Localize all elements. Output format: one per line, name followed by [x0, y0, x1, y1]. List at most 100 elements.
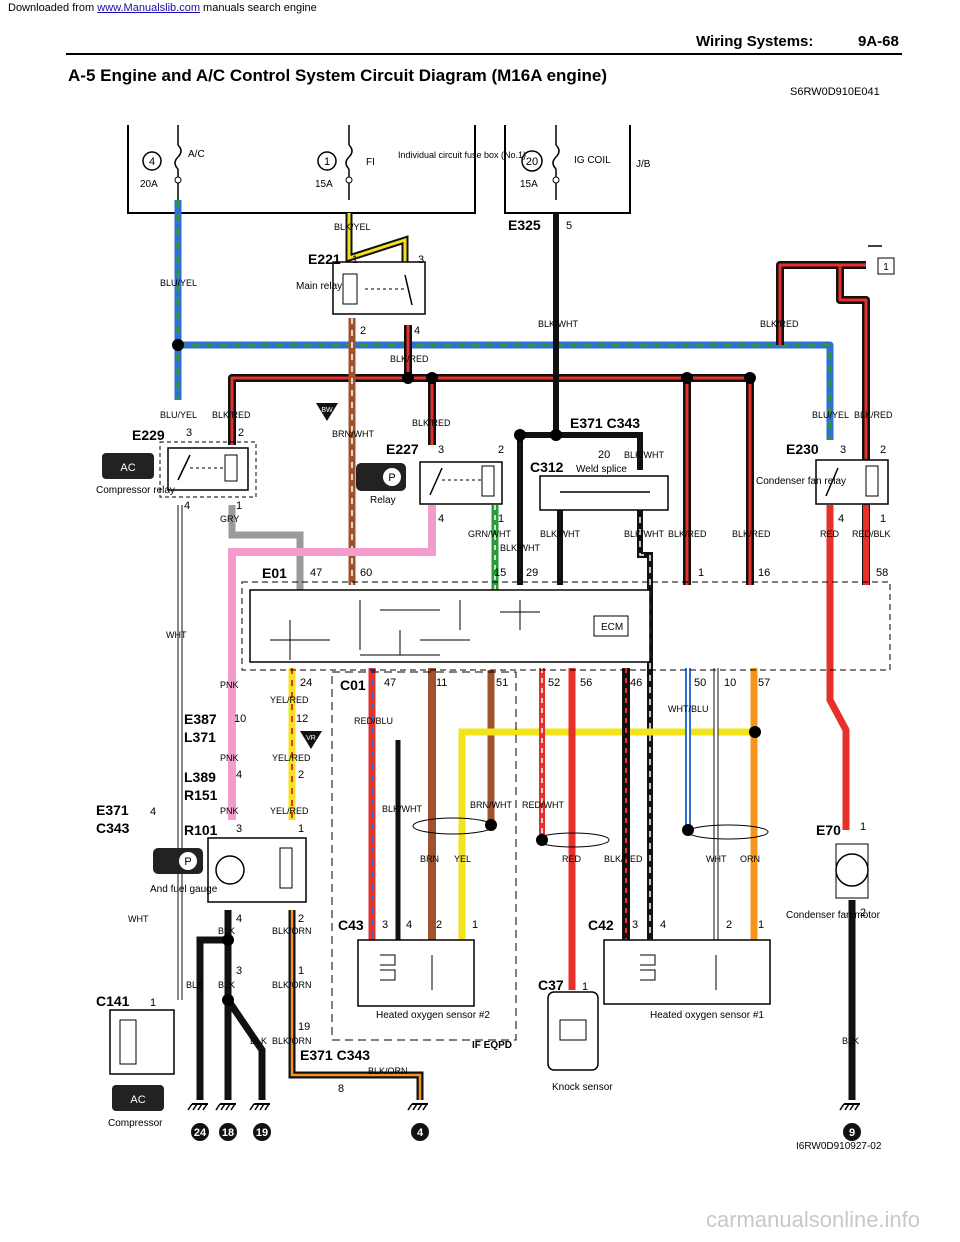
svg-text:1: 1 [150, 997, 156, 1009]
section-title: Wiring Systems: [696, 33, 814, 50]
lbl-grn-wht: GRN/WHT [468, 529, 511, 539]
svg-text:8: 8 [338, 1083, 344, 1095]
conn-e371-a: E371 C343 [570, 415, 640, 431]
ground-18-num: 18 [222, 1127, 234, 1139]
lbl-brn-wht-2: BRN/WHT [470, 800, 512, 810]
lbl-pnk-3: PNK [220, 806, 239, 816]
svg-text:50: 50 [694, 677, 706, 689]
lbl-wht-3: WHT [128, 914, 149, 924]
svg-text:1: 1 [498, 513, 504, 525]
conn-l371: L371 [184, 729, 216, 745]
splice-dots [172, 339, 761, 1006]
svg-text:16: 16 [758, 567, 770, 579]
lbl-wht-1: WHT [166, 630, 187, 640]
svg-text:10: 10 [724, 677, 736, 689]
ground-9 [839, 1103, 861, 1141]
relay-e227 [419, 461, 503, 505]
lbl-blk-orn-1: BLK/ORN [272, 926, 312, 936]
svg-text:4: 4 [236, 769, 242, 781]
conn-c141: C141 [96, 993, 130, 1009]
fuse-ac-name: A/C [188, 149, 205, 160]
svg-text:4: 4 [438, 513, 444, 525]
ecm-chip [593, 615, 629, 637]
svg-text:1: 1 [582, 981, 588, 993]
fuel-gauge-label: And fuel gauge [150, 884, 218, 895]
lbl-blk-orn-3: BLK/ORN [272, 1036, 312, 1046]
lbl-blu-yel-2: BLU/YEL [160, 410, 197, 420]
svg-text:11: 11 [436, 677, 447, 689]
lbl-gry: GRY [220, 514, 239, 524]
lbl-blu-yel-1: BLU/YEL [160, 278, 197, 288]
svg-text:3: 3 [236, 823, 242, 835]
lbl-red-1: RED [820, 529, 840, 539]
condenser-motor-label: Condenser fan motor [786, 910, 881, 921]
conn-e01: E01 [262, 565, 287, 581]
svg-text:19: 19 [298, 1021, 310, 1033]
lbl-blk-red-1: BLK/RED [760, 319, 799, 329]
diagram-code: S6RW0D910E041 [790, 86, 880, 98]
svg-text:4: 4 [406, 919, 412, 931]
lbl-yel: YEL [454, 854, 471, 864]
lbl-blk-5: BLK [842, 1036, 859, 1046]
fuel-pump [207, 837, 307, 903]
svg-text:3: 3 [382, 919, 388, 931]
lbl-red-2: RED [562, 854, 582, 864]
svg-text:12: 12 [296, 713, 308, 725]
manualslib-link[interactable]: www.Manualslib.com [97, 2, 200, 14]
lbl-yel-red-2: YEL/RED [272, 753, 311, 763]
svg-text:20: 20 [598, 449, 610, 461]
lbl-blk-red-6: BLK/RED [668, 529, 707, 539]
ho2s-2 [357, 939, 475, 1007]
ground-19 [249, 1103, 271, 1141]
lbl-wht-blu: WHT/BLU [668, 704, 709, 714]
svg-text:3: 3 [438, 444, 444, 456]
fuse-ig-name: IG COIL [574, 155, 611, 166]
fuse-fi-num: 1 [324, 156, 330, 168]
svg-text:4: 4 [184, 500, 190, 512]
svg-text:2: 2 [498, 444, 504, 456]
knock-sensor [547, 991, 599, 1071]
ground-4-num: 4 [417, 1127, 424, 1139]
lbl-blk-1: BLK [218, 926, 235, 936]
download-suffix: manuals search engine [199, 2, 317, 14]
page-number: 9A-68 [858, 33, 899, 50]
svg-text:2: 2 [360, 325, 366, 337]
shield-knock [536, 832, 610, 848]
ho2s-1-label: Heated oxygen sensor #1 [650, 1010, 764, 1021]
svg-text:4: 4 [414, 325, 420, 337]
weld-splice [539, 475, 669, 511]
lbl-blu-yel-3: BLU/YEL [812, 410, 849, 420]
lbl-blk-3: BLK [218, 980, 235, 990]
conn-e371-c: E371 C343 [300, 1047, 370, 1063]
wire-gry [228, 505, 304, 590]
wire-blk-pump [196, 910, 266, 1100]
ecm-box [249, 589, 651, 663]
svg-text:AC: AC [120, 462, 135, 474]
lbl-blk-4: BLK [250, 1036, 267, 1046]
lbl-blk-wht-4: BLK/WHT [540, 529, 581, 539]
lbl-blk-wht-6: BLK/WHT [382, 804, 423, 814]
wire-red-cond [826, 505, 850, 830]
ground-18 [215, 1103, 237, 1141]
bw-triangle-icon: BW [316, 403, 338, 421]
ecm-label: ECM [601, 622, 623, 633]
ho2s-1 [603, 939, 771, 1005]
fuse-ac-num: 4 [149, 156, 155, 168]
compressor-relay-label: Compressor relay [96, 485, 175, 496]
conn-c42: C42 [588, 917, 614, 933]
lbl-pnk-2: PNK [220, 753, 239, 763]
svg-text:1: 1 [758, 919, 764, 931]
wire-brn-wht [348, 318, 495, 825]
svg-text:P: P [388, 472, 395, 484]
fuse-fi-name: FI [366, 157, 375, 168]
fuse-ac-rating: 20A [140, 179, 158, 190]
conn-e221: E221 [308, 251, 341, 267]
svg-text:47: 47 [310, 567, 322, 579]
lbl-red-blu: RED/BLU [354, 716, 393, 726]
lbl-pnk-1: PNK [220, 680, 239, 690]
shield-s2 [412, 817, 494, 835]
svg-text:1: 1 [236, 500, 242, 512]
conn-c01: C01 [340, 677, 366, 693]
weld-splice-label: Weld splice [576, 464, 627, 475]
svg-text:46: 46 [630, 677, 642, 689]
